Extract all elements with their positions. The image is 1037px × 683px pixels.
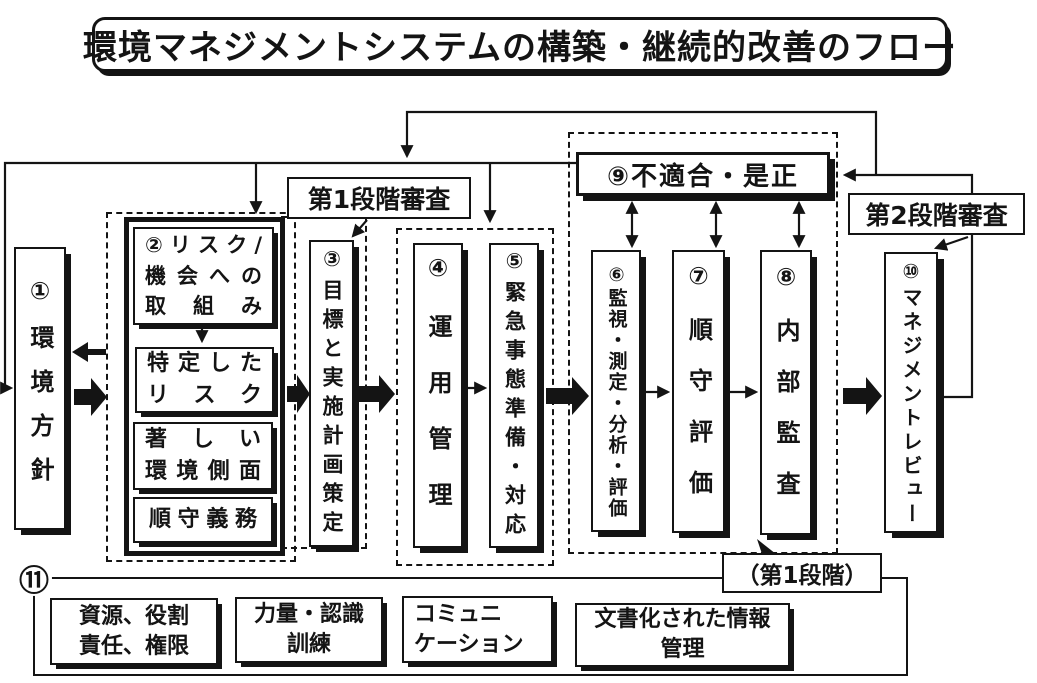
box1-label: ①環境方針 [26, 276, 54, 501]
box2-risk-opportunity: ②リスク/機会への取組み [133, 227, 274, 325]
box11-marker-text: ⑪ [19, 564, 49, 599]
box4-operation-management: ④運用管理 [413, 243, 463, 548]
box1-environment-policy: ①環境方針 [14, 247, 66, 530]
box11-container [33, 577, 908, 676]
stage1-audit-text: 第1段階審査 [307, 185, 451, 214]
box2-significant-aspect: 著しい環境側面 [133, 422, 273, 490]
box10-management-review: ⑩マネジメントレビュー [884, 252, 938, 533]
box3-objectives-plan: ③目標と実施計画策定 [309, 240, 354, 547]
group-box6-9-dashed [568, 132, 838, 554]
box11-communication: コミュニケーション [402, 596, 553, 663]
box5-label: ⑤緊急事態準備・対応 [502, 249, 527, 542]
box5-emergency-response: ⑤緊急事態準備・対応 [489, 243, 539, 548]
box11-resources-roles-text: 資源、役割責任、権限 [78, 603, 189, 659]
box2-identified-risk-text: 特定したリスク [147, 351, 262, 408]
diagram-title: 環境マネジメントシステムの構築・継続的改善のフロー [83, 17, 956, 72]
box11-resources-roles: 資源、役割責任、権限 [50, 598, 218, 665]
box7-label: ⑦順守評価 [684, 262, 713, 521]
stage1-audit-label: 第1段階審査 [287, 177, 471, 219]
box9-nonconformity-correction: ⑨不適合・是正 [576, 152, 830, 196]
box9-label: ⑨不適合・是正 [606, 161, 799, 192]
box8-label: ⑧内部監査 [772, 263, 800, 522]
box11-competence-training: 力量・認識訓練 [235, 597, 383, 663]
box11-marker: ⑪ [16, 560, 52, 599]
box2-identified-risk: 特定したリスク [135, 347, 274, 413]
box7-compliance-evaluation: ⑦順守評価 [672, 250, 725, 533]
box6-label: ⑥監視・測定・分析・評価 [605, 263, 628, 519]
box3-label: ③目標と実施計画策定 [320, 247, 344, 540]
box2-compliance-obligation: 順守義務 [133, 497, 273, 543]
stage1-note-label: （第1段階） [722, 553, 882, 593]
review-to-corrective-line [842, 168, 974, 399]
box10-label: ⑩マネジメントレビュー [899, 258, 923, 527]
stage2-audit-label: 第2段階審査 [848, 193, 1025, 235]
box2-compliance-obligation-text: 順守義務 [149, 507, 257, 533]
stage1-note-text: （第1段階） [736, 563, 868, 589]
box6-monitoring-measurement: ⑥監視・測定・分析・評価 [591, 250, 641, 532]
box2-significant-aspect-text: 著しい環境側面 [145, 427, 261, 484]
box2-risk-opportunity-text: ②リスク/機会への取組み [145, 233, 262, 319]
box11-communication-text: コミュニケーション [414, 601, 524, 657]
box11-documented-info-text: 文書化された情報管理 [594, 607, 771, 662]
box8-internal-audit: ⑧内部監査 [760, 250, 812, 535]
top-loop-line [400, 110, 878, 175]
box11-documented-info: 文書化された情報管理 [575, 603, 790, 667]
feedback-line-to-box1 [0, 161, 576, 395]
stage2-audit-text: 第2段階審査 [865, 201, 1008, 230]
box11-competence-training-text: 力量・認識訓練 [253, 602, 364, 657]
box4-label: ④運用管理 [424, 253, 452, 538]
